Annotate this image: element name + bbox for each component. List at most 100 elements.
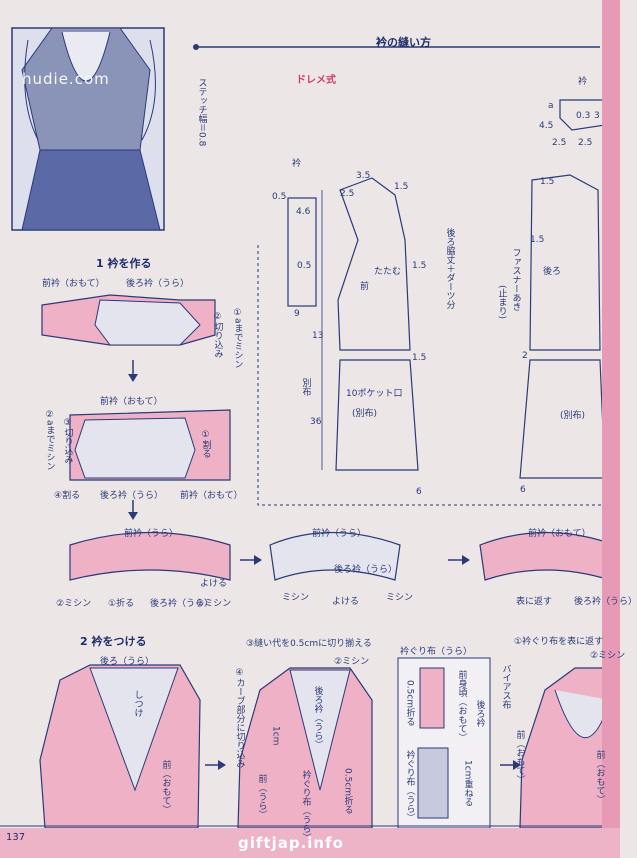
label: 後ろ衿（うら） xyxy=(334,565,398,575)
bodice-step2-1-neck xyxy=(89,667,179,792)
dim: 36 xyxy=(310,417,322,427)
label: 前衿（おもて） xyxy=(100,397,163,407)
dress-skirt-shape xyxy=(21,149,161,231)
zipper-label: ファスナーあき xyxy=(510,248,521,311)
back-bodice-pattern xyxy=(529,174,601,351)
cowl-neck-shape xyxy=(61,31,111,82)
label: 表に返す xyxy=(516,597,553,607)
step2-title: 2 衿をつける xyxy=(80,635,147,648)
collar-small-label: 衿 xyxy=(578,77,588,87)
label: 前（うら） xyxy=(256,774,267,819)
label: ②ミシン xyxy=(196,599,232,609)
label: ③切り込み xyxy=(62,418,73,464)
label: ②ミシン xyxy=(56,599,92,609)
dim: 1.5 xyxy=(412,261,427,271)
separate-fabric-label: 別布 xyxy=(300,378,311,396)
label: ①折る xyxy=(108,599,135,609)
dim: 13 xyxy=(312,331,324,341)
label: 衿ぐり布（うら） xyxy=(400,647,473,657)
label: 0.5cm折る xyxy=(342,768,353,815)
label: 後ろ衿（うら） xyxy=(126,279,190,289)
dim: 6 xyxy=(416,487,422,497)
label: よける xyxy=(200,579,228,589)
collar-strip xyxy=(287,197,317,307)
label: 衿ぐり布（うら） xyxy=(404,750,415,822)
label: ②ミシン xyxy=(334,657,370,667)
label: 後ろ衿（うら） xyxy=(312,686,323,749)
label: ②切り込み xyxy=(212,312,223,358)
facing-strip-2 xyxy=(417,747,449,819)
label: 前衿（うら） xyxy=(124,529,179,539)
dim: 2.5 xyxy=(340,189,355,199)
label: ②ミシン xyxy=(590,651,626,661)
dim: 2 xyxy=(522,351,528,361)
watermark-bottom: giftjap.info xyxy=(238,834,344,852)
label: 0.5cm折る xyxy=(404,680,415,727)
diagram-art xyxy=(0,27,620,829)
label: 後ろ衿（うら） xyxy=(574,597,637,607)
dim: 0.5 xyxy=(272,192,287,202)
step1-title: 1 衿を作る xyxy=(96,257,152,270)
label: 1cm重ねる xyxy=(462,760,473,807)
method-label: ドレメ式 xyxy=(296,75,336,86)
label: ミシン xyxy=(282,593,310,603)
label: しつけ xyxy=(132,690,143,717)
dim: a xyxy=(548,101,554,111)
collar-piece-4 xyxy=(269,531,401,581)
collar-piece-5 xyxy=(479,531,616,581)
label: 前衿（うら） xyxy=(312,529,367,539)
darts-note: 後ろ脇丈＋ダーツ分 xyxy=(444,228,455,309)
pattern-frame xyxy=(257,245,610,506)
front-label: 前 xyxy=(360,282,370,292)
collar-label: 衿 xyxy=(292,159,302,169)
label: 後ろ衿 xyxy=(474,700,485,727)
back-label: 後ろ xyxy=(543,267,562,277)
collar-small-piece xyxy=(559,99,606,131)
label: ミシン xyxy=(386,593,414,603)
collar-piece-3 xyxy=(69,531,231,581)
dim: 1.5 xyxy=(540,177,555,187)
label: バイアス布 xyxy=(500,664,511,709)
collar-piece-2-back xyxy=(74,417,196,479)
label: ④割る xyxy=(54,491,81,501)
label: 前衿（おもて） xyxy=(528,529,591,539)
label: 後ろ衿（うら） xyxy=(150,599,214,609)
dim: 9 xyxy=(294,309,300,319)
dim: 2.5 xyxy=(552,138,567,148)
watermark-top: hudie.com xyxy=(22,70,110,88)
dim: 6 xyxy=(520,485,526,495)
dim: 1.5 xyxy=(412,353,427,363)
bottom-band xyxy=(0,828,620,858)
label: 1cm xyxy=(270,726,281,746)
label: ③縫い代を0.5cmに切り揃える xyxy=(246,639,372,649)
dim: 4.5 xyxy=(539,121,554,131)
separate-fabric-label-3: (別布) xyxy=(560,411,586,421)
fold-label: たたむ xyxy=(374,267,402,277)
label: 前（おもて） xyxy=(514,730,525,784)
label: ①aまでミシン xyxy=(232,308,243,369)
dim: 1.5 xyxy=(394,182,409,192)
page-number: 137 xyxy=(6,832,26,843)
label: 後ろ（うら） xyxy=(100,657,155,667)
zipper-end-label: (止まり) xyxy=(496,285,507,320)
dim: 2.5 xyxy=(578,138,593,148)
dim: 3 xyxy=(594,111,600,121)
label: 後ろ衿（うら） xyxy=(100,491,164,501)
label: 衿ぐり布（うら） xyxy=(300,770,311,842)
label: 前衿（おもて） xyxy=(42,279,105,289)
label: 前（おもて） xyxy=(594,750,605,804)
collar-piece-1-back xyxy=(94,299,201,346)
front-bodice-pattern xyxy=(337,177,411,351)
label: 前（おもて） xyxy=(160,760,171,814)
label: よける xyxy=(332,597,360,607)
front-skirt-pattern xyxy=(335,359,419,471)
right-edge-band xyxy=(602,0,620,858)
stitch-width-label: ステッチ幅＝0.8 xyxy=(196,78,207,147)
label: ②aまでミシン xyxy=(44,410,55,471)
label: 前身頃（おもて） xyxy=(456,670,467,742)
label: ①衿ぐり布を表に返す xyxy=(514,637,604,647)
section-title: 衿の縫い方 xyxy=(376,36,431,49)
dim: 1.5 xyxy=(530,235,545,245)
dim: 3.5 xyxy=(356,171,371,181)
